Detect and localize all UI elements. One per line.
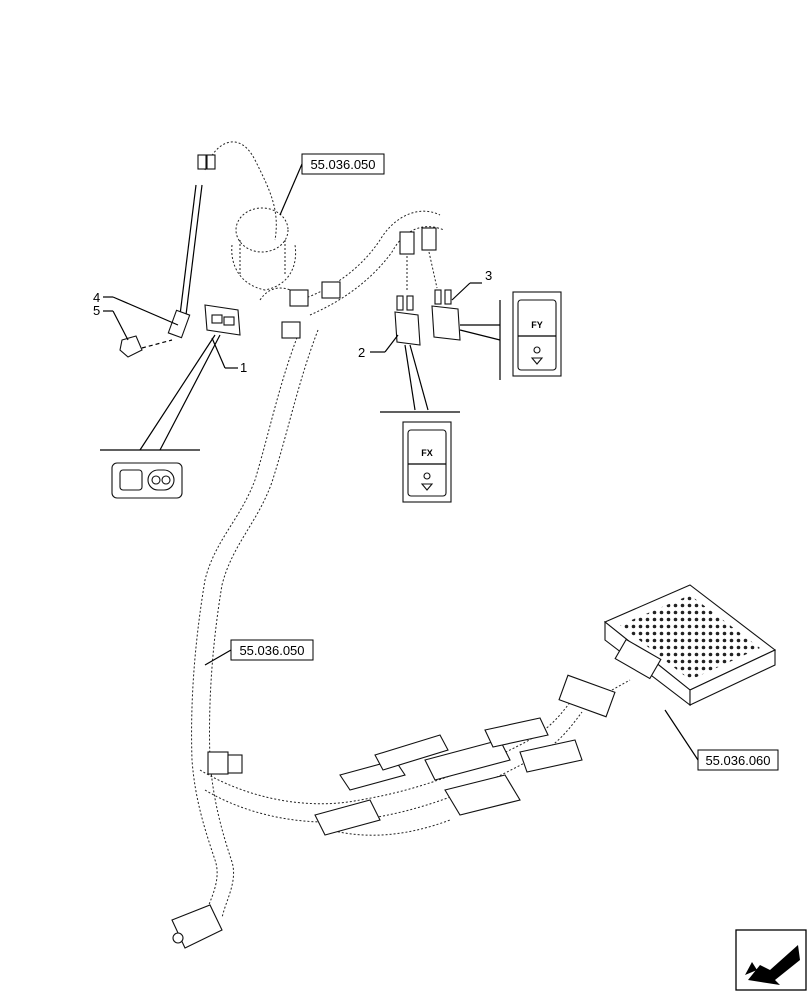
switch-item-3 bbox=[431, 289, 501, 380]
ecu-module bbox=[603, 584, 777, 707]
harness-tapes bbox=[314, 717, 583, 836]
ref-label-ecu: 55.036.060 bbox=[705, 753, 770, 768]
item-number-2: 2 bbox=[358, 345, 365, 360]
switch-detail-1 bbox=[111, 462, 183, 499]
switch-item-1 bbox=[100, 304, 241, 451]
joystick bbox=[231, 207, 297, 291]
bottom-connector bbox=[171, 904, 223, 949]
callout-4: 4 bbox=[93, 290, 179, 326]
ref-label-top: 55.036.050 bbox=[310, 157, 375, 172]
arrow-left-down-icon[interactable] bbox=[735, 929, 807, 991]
main-harness bbox=[191, 141, 583, 919]
switch-label-fy: FY bbox=[531, 320, 543, 330]
ref-box-top[interactable]: 55.036.050 bbox=[279, 153, 385, 216]
item-number-1: 1 bbox=[240, 360, 247, 375]
ref-box-ecu[interactable]: 55.036.060 bbox=[664, 709, 779, 771]
harness-bend-connector bbox=[207, 751, 243, 775]
callout-5: 5 bbox=[93, 303, 129, 341]
switch-item-2 bbox=[380, 295, 460, 413]
callout-3: 3 bbox=[451, 268, 492, 301]
ecu-connector bbox=[558, 674, 631, 718]
callout-2: 2 bbox=[358, 334, 399, 360]
switch-label-fx: FX bbox=[421, 448, 433, 458]
ref-label-left: 55.036.050 bbox=[239, 643, 304, 658]
ref-box-left[interactable]: 55.036.050 bbox=[204, 639, 314, 666]
item-number-4: 4 bbox=[93, 290, 100, 305]
item-number-5: 5 bbox=[93, 303, 100, 318]
callout-1: 1 bbox=[211, 337, 247, 375]
ecu-grid bbox=[620, 595, 760, 680]
connectors-top bbox=[281, 227, 438, 339]
sensor-cable bbox=[119, 154, 216, 358]
switch-detail-fy: FY bbox=[512, 291, 562, 377]
item-number-3: 3 bbox=[485, 268, 492, 283]
switch-detail-fx: FX bbox=[402, 421, 452, 503]
